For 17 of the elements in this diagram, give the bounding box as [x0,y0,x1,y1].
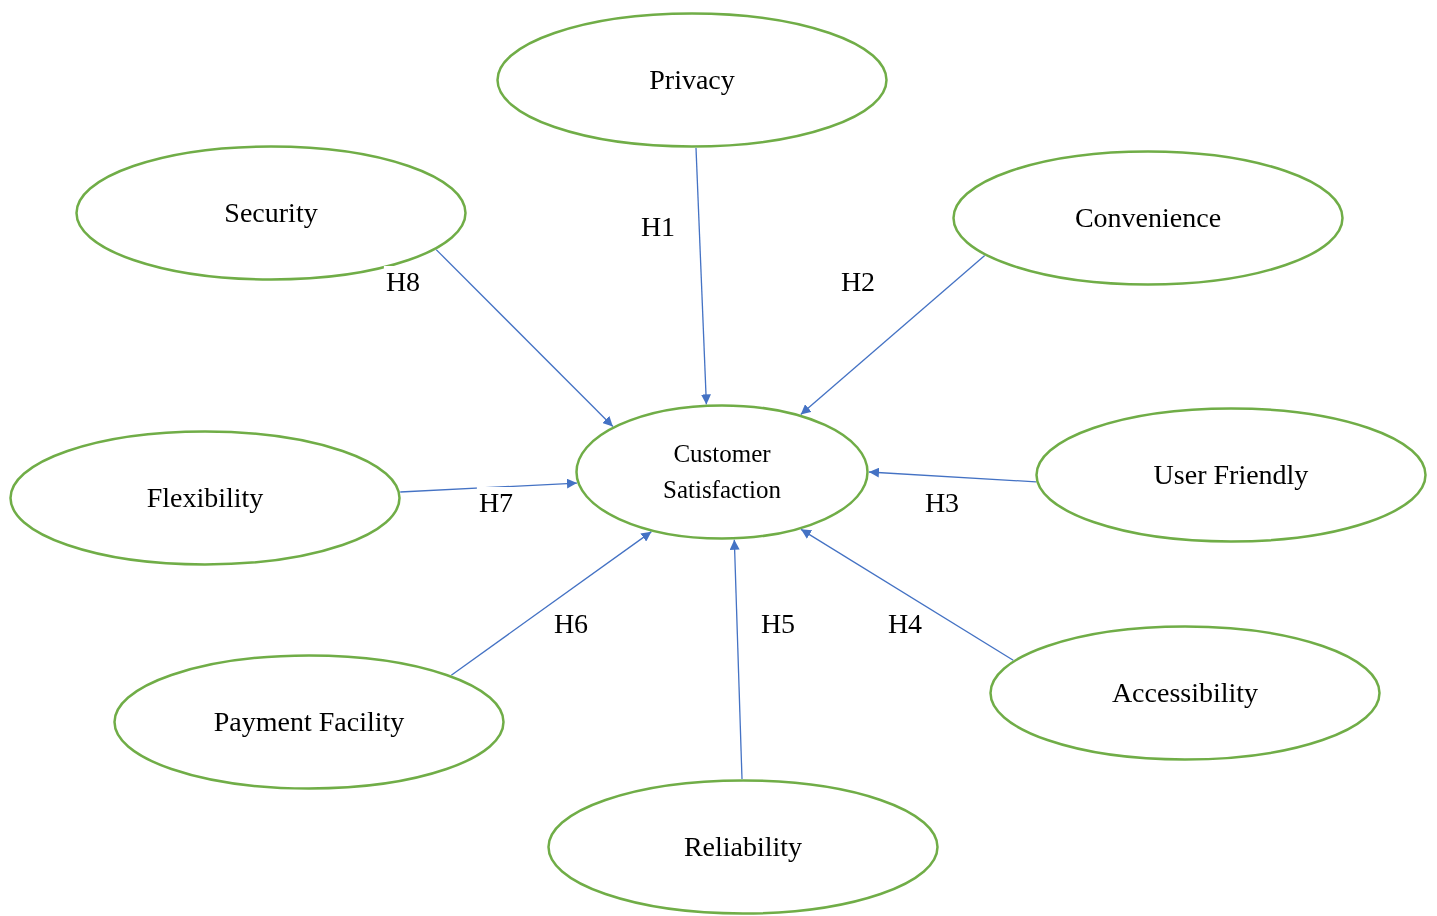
construct-label: Accessibility [1111,677,1259,709]
construct-label: Payment Facility [213,706,405,738]
arrow [695,147,711,406]
construct-label: User Friendly [1153,459,1309,491]
arrow [800,254,986,416]
construct-label: Flexibility [146,482,264,514]
construct-label: Customer Satisfaction [662,438,782,505]
arrow [435,248,614,428]
arrow [868,467,1037,483]
arrow [450,531,653,676]
construct-label: Convenience [1074,202,1222,234]
arrow [729,539,743,780]
construct-label: Privacy [649,64,735,96]
construct-label: Reliability [683,831,803,863]
arrow [800,528,1014,661]
arrow [399,478,578,493]
construct-label: Security [224,197,318,229]
